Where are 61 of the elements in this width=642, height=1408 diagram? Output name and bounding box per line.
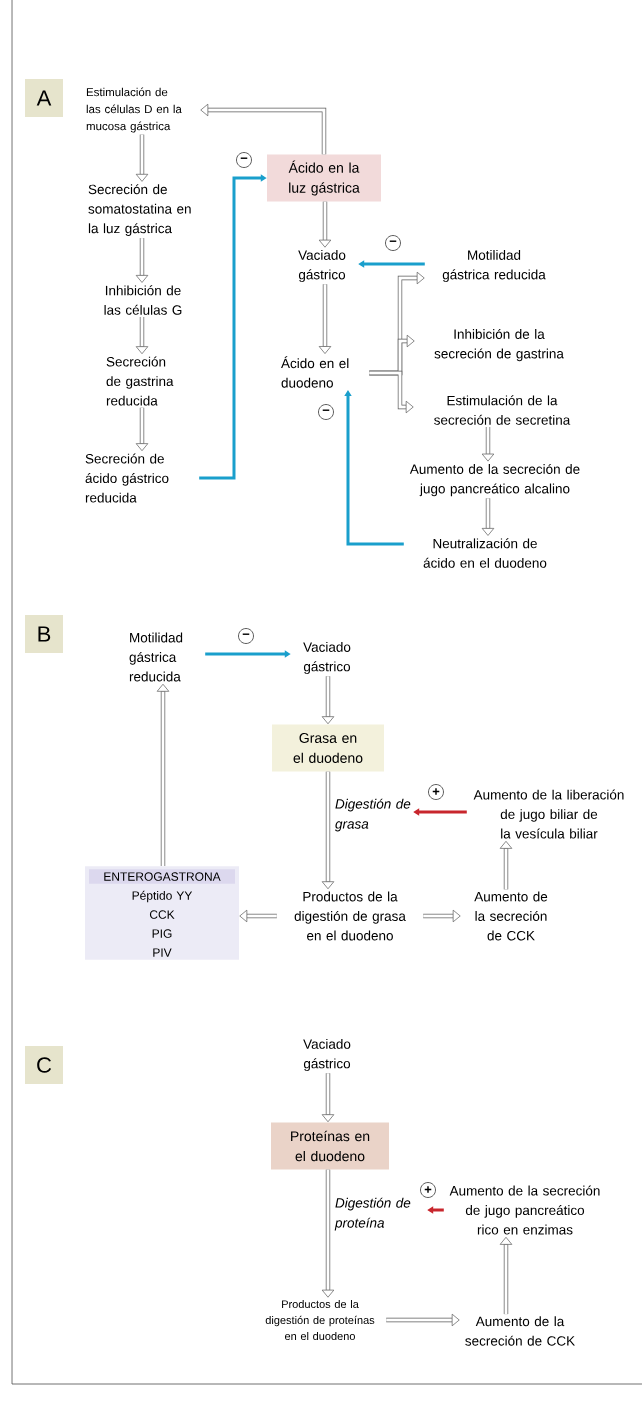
- arrow: [321, 1169, 335, 1298]
- hormone-box: ENTEROGASTRONA Péptido YY CCK PIG PIV: [85, 866, 239, 960]
- step-text: Vaciado gástrico: [303, 641, 351, 675]
- arrow: [481, 498, 495, 536]
- arrow: [135, 317, 149, 355]
- step-text: Aumento de la secreción de CCK: [474, 891, 548, 941]
- arrow: [200, 103, 327, 155]
- arrow: [369, 370, 414, 414]
- step-text: Estimulación de la secreción de secretina: [434, 395, 571, 425]
- arrow: [239, 909, 277, 923]
- process-label: Digestión de proteína: [334, 1197, 411, 1231]
- step-text: Inhibición de la secreción de gastrina: [434, 328, 564, 362]
- arrow: [499, 840, 513, 890]
- panel-letter: A: [25, 79, 63, 117]
- arrow: [427, 1206, 444, 1214]
- step-text: Estimulación de las células D en la mucosa gástrica: [86, 87, 182, 133]
- arrow: [499, 1236, 513, 1315]
- step-text: Vaciado gástrico: [298, 249, 346, 283]
- arrow: [318, 201, 332, 248]
- arrow: [413, 808, 467, 816]
- step-text: Neutralización de ácido en el duodeno: [423, 538, 547, 568]
- step-text: Productos de la digestión de proteínas en el duodeno: [265, 1299, 375, 1341]
- arrow: [321, 1073, 335, 1123]
- arrow: [135, 134, 149, 182]
- step-text: Aumento de la liberación de jugo biliar de la vesícula biliar: [473, 789, 624, 839]
- arrow: [423, 909, 461, 923]
- edge-label: +: [428, 784, 444, 800]
- step-text: Aumento de la secreción de jugo pancreático rico en enzimas: [449, 1185, 600, 1235]
- arrow: [358, 260, 425, 268]
- edge-label: −: [238, 628, 254, 644]
- step-text: Motilidad gástrica reducida: [129, 632, 183, 682]
- step-text: Productos de la digestión de grasa en el duodeno: [294, 891, 406, 941]
- edge-label: −: [236, 152, 252, 168]
- arrow: [135, 238, 149, 283]
- arrow: [199, 174, 267, 480]
- step-text: Ácido en el duodeno: [281, 356, 349, 388]
- arrow: [205, 650, 291, 658]
- edge-label: −: [385, 235, 401, 251]
- process-box: Proteínas en el duodeno: [271, 1122, 389, 1170]
- arrow: [321, 771, 335, 890]
- step-text: Motilidad gástrica reducida: [442, 249, 546, 283]
- step-text: Secreción de gastrina reducida: [106, 356, 174, 406]
- process-box: Grasa en el duodeno: [272, 724, 384, 772]
- step-text: Aumento de la secreción de CCK: [465, 1316, 575, 1346]
- panel-letter: B: [25, 615, 63, 653]
- step-text: Vaciado gástrico: [303, 1038, 351, 1072]
- panel-letter: C: [25, 1046, 63, 1084]
- step-text: Secreción de somatostatina en la luz gástrica: [88, 184, 191, 236]
- arrow: [386, 1313, 460, 1327]
- step-text: Secreción de ácido gástrico reducida: [85, 453, 169, 503]
- step-text: Aumento de la secreción de jugo pancreático alcalino: [409, 463, 580, 497]
- arrow: [481, 427, 495, 462]
- process-label: Digestión de grasa: [335, 798, 411, 832]
- arrow: [318, 284, 332, 354]
- arrow: [135, 407, 149, 452]
- edge-label: −: [318, 404, 334, 420]
- arrow: [321, 676, 335, 725]
- step-text: Inhibición de las células G: [104, 285, 182, 315]
- process-box: Ácido en la luz gástrica: [267, 154, 381, 202]
- arrow: [156, 683, 170, 867]
- edge-label: +: [420, 1182, 436, 1198]
